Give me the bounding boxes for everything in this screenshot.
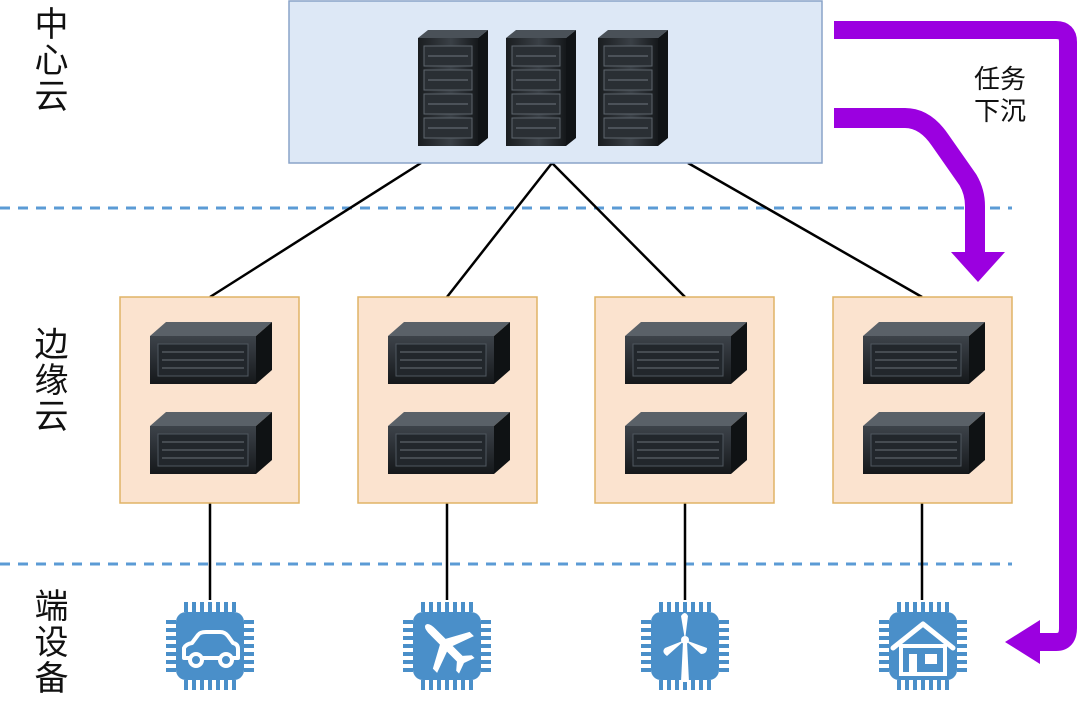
task-offload-arrow-to-device (834, 21, 1077, 664)
task-offload-label-line2: 下沉 (973, 97, 1026, 127)
center-cloud-box (288, 0, 823, 164)
rack-server-icon (597, 29, 669, 147)
rack-server-icon (417, 29, 489, 147)
task-offload-label: 任务 下沉 (960, 64, 1040, 128)
server-icon (862, 321, 986, 385)
edge-cloud-box (832, 296, 1013, 504)
edge-device-links (208, 503, 924, 600)
house-icon (879, 602, 967, 690)
center-cloud-label: 中心云 (28, 6, 68, 114)
device-tier-label: 端设备 (28, 588, 68, 696)
edge-cloud-box (594, 296, 775, 504)
server-icon (387, 411, 511, 475)
server-icon (624, 321, 748, 385)
rack-server-icon (505, 29, 577, 147)
server-icon (387, 321, 511, 385)
server-icon (149, 411, 273, 475)
server-icon (624, 411, 748, 475)
edge-cloud-label: 边缘云 (28, 326, 68, 434)
task-offload-arrow-to-edge (834, 108, 1005, 282)
center-edge-links (209, 161, 923, 299)
car-icon (166, 602, 254, 690)
edge-cloud-box (357, 296, 538, 504)
wind-turbine-icon (641, 602, 729, 690)
server-icon (149, 321, 273, 385)
task-offload-label-line1: 任务 (973, 65, 1026, 95)
server-icon (862, 411, 986, 475)
airplane-icon (403, 602, 491, 690)
edge-cloud-box (119, 296, 300, 504)
